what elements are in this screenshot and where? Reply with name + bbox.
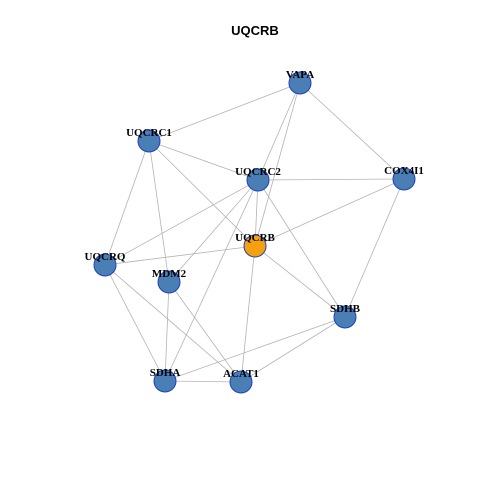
node-vapa xyxy=(288,71,312,95)
edge-vapa-uqcrc1 xyxy=(148,82,301,142)
edge-cox4i1-sdhb xyxy=(344,178,405,318)
edge-uqcrc2-sdhb xyxy=(257,179,346,318)
edges-layer xyxy=(104,82,405,383)
edge-sdha-acat1 xyxy=(164,380,242,383)
edge-sdhb-sdha xyxy=(164,316,346,382)
node-label-acat1: ACAT1 xyxy=(223,368,259,380)
node-acat1 xyxy=(229,370,253,394)
edge-uqcrb-acat1 xyxy=(240,245,256,383)
node-uqcrq xyxy=(93,253,117,277)
edge-uqcrb-uqcrq xyxy=(104,245,256,266)
node-sdha xyxy=(153,369,177,393)
node-label-uqcrc1: UQCRC1 xyxy=(126,127,172,139)
node-uqcrc2 xyxy=(246,168,270,192)
edge-uqcrc2-sdha xyxy=(164,179,259,382)
edge-sdhb-acat1 xyxy=(240,316,346,383)
edge-uqcrc2-uqcrq xyxy=(104,179,259,266)
edge-vapa-uqcrc2 xyxy=(257,82,301,181)
node-cox4i1 xyxy=(392,167,416,191)
node-label-uqcrc2: UQCRC2 xyxy=(235,166,281,178)
node-uqcrb xyxy=(243,234,267,258)
edge-mdm2-acat1 xyxy=(168,281,242,383)
node-uqcrc1 xyxy=(137,129,161,153)
node-label-uqcrq: UQCRQ xyxy=(85,251,126,263)
node-label-uqcrb: UQCRB xyxy=(235,232,275,244)
node-mdm2 xyxy=(157,270,181,294)
edge-vapa-uqcrb xyxy=(254,82,301,247)
edge-uqcrc1-uqcrq xyxy=(104,140,150,266)
graph-title: UQCRB xyxy=(231,23,279,38)
edge-uqcrc2-cox4i1 xyxy=(257,178,405,181)
edge-cox4i1-uqcrb xyxy=(254,178,405,247)
node-label-mdm2: MDM2 xyxy=(152,268,187,280)
edge-uqcrq-sdha xyxy=(104,264,166,382)
edge-vapa-cox4i1 xyxy=(299,82,405,180)
edge-uqcrc2-mdm2 xyxy=(168,179,259,283)
edge-uqcrb-sdhb xyxy=(254,245,346,318)
edge-uqcrc1-uqcrb xyxy=(148,140,256,247)
edge-uqcrc1-uqcrc2 xyxy=(148,140,259,181)
node-label-vapa: VAPA xyxy=(286,69,314,81)
edge-uqcrq-acat1 xyxy=(104,264,242,383)
node-sdhb xyxy=(333,305,357,329)
edge-uqcrc1-mdm2 xyxy=(148,140,170,283)
nodes-layer xyxy=(93,71,416,394)
edge-mdm2-sdha xyxy=(164,281,170,382)
node-label-sdhb: SDHB xyxy=(330,303,361,315)
node-label-cox4i1: COX4I1 xyxy=(384,165,424,177)
node-label-sdha: SDHA xyxy=(150,367,181,379)
